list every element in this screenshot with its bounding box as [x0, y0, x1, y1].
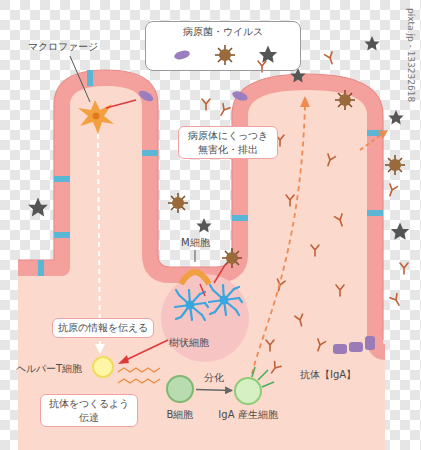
pathogen-icons-part — [173, 49, 191, 61]
goblet-purple-cells-part — [365, 336, 375, 350]
signal-waves-part — [118, 379, 160, 383]
antibodies-part — [295, 314, 306, 327]
goblet-purple-cells-part — [333, 344, 347, 354]
cell-label: IgA 産生細胞 — [218, 408, 277, 422]
macrophage-part — [93, 113, 100, 120]
dendritic-region-part — [175, 290, 208, 320]
antibody-route-part — [360, 134, 382, 150]
part-label: M細胞 — [181, 236, 210, 250]
helper-t-cell: ヘルパーT細胞 — [92, 356, 114, 378]
m-cell — [181, 250, 225, 296]
dendritic-cell-region: 樹状細胞 — [161, 274, 249, 362]
iga-producing-cell: IgA 産生細胞 — [234, 377, 262, 405]
edge-label: 分化 — [203, 371, 225, 385]
dendritic-region-part — [161, 274, 249, 362]
antibodies — [202, 52, 408, 375]
leader-line — [70, 56, 90, 102]
note-box: 抗体をつくるよう 伝達 — [40, 394, 138, 427]
antigen-route-part — [98, 134, 100, 344]
pathogens-part — [364, 36, 379, 51]
antibodies-part — [324, 154, 335, 167]
part-label: マクロファージ — [28, 40, 98, 54]
dendritic-region — [161, 274, 249, 362]
macrophage-part — [78, 100, 114, 134]
macrophage — [78, 100, 136, 134]
pathogens-part — [231, 90, 249, 103]
antibodies-part — [335, 214, 346, 227]
antibodies-part — [314, 339, 325, 352]
antibody-route-part — [378, 130, 388, 139]
box-text: 抗体をつくるよう 伝達 — [46, 397, 132, 424]
antibodies-part — [218, 104, 230, 118]
antibodies-part — [336, 285, 344, 296]
goblet-cells-part — [54, 232, 70, 238]
m-cell-part — [195, 250, 196, 262]
antibodies-part — [286, 195, 294, 206]
pathogens-part — [196, 218, 211, 233]
antibodies-part — [386, 184, 397, 197]
tissue-part — [18, 78, 385, 450]
antibodies-part — [268, 362, 281, 376]
pathogens-part — [388, 110, 403, 125]
box-text: 病原菌・ウイルス — [146, 25, 300, 39]
dendritic-region-part — [209, 285, 242, 315]
antigen-route-part — [118, 355, 129, 364]
tissue — [18, 70, 385, 450]
goblet-cells-part — [87, 70, 93, 86]
cell-label: 樹状細胞 — [169, 336, 209, 350]
pathogens-part — [137, 89, 155, 104]
goblet-purple-cells-part — [349, 342, 363, 352]
signal-waves-part — [118, 368, 160, 372]
antibodies-part — [400, 263, 408, 274]
note-box: 病原体にくっつき 無害化・排出 — [178, 126, 278, 159]
goblet-cells-part — [232, 215, 248, 221]
goblet-cells-part — [142, 150, 158, 156]
pathogens-part — [391, 222, 409, 239]
antibodies-part — [202, 99, 210, 110]
pathogens-part — [385, 155, 405, 175]
cell-label: ヘルパーT細胞 — [16, 362, 82, 376]
macrophage-part — [106, 100, 136, 108]
goblet-cells-part — [54, 176, 70, 182]
connector-arrow — [196, 389, 232, 390]
antibodies-part — [325, 52, 336, 65]
b-cell: B細胞 — [166, 375, 194, 403]
antibodies-part — [266, 340, 274, 351]
cell-label: B細胞 — [167, 408, 194, 422]
box-text: 抗原の情報を伝える — [58, 321, 148, 335]
pathogen-icons-part — [259, 45, 277, 62]
legend-box: 病原菌・ウイルス — [145, 21, 301, 71]
antigen-route-part — [126, 340, 168, 360]
pathogens-part — [28, 198, 48, 217]
m-cell-part — [181, 272, 209, 284]
pathogen-icons — [173, 45, 277, 65]
legend-ground — [145, 21, 301, 71]
watermark: pixta.jp - 133232618 — [406, 8, 416, 102]
pathogens-part — [335, 90, 355, 110]
m-cell-part — [214, 265, 225, 283]
goblet-purple-cells — [333, 336, 375, 354]
box-text: 病原体にくっつき 無害化・排出 — [184, 129, 272, 156]
goblet-cells-part — [367, 210, 383, 216]
goblet-cells-part — [38, 260, 44, 276]
pathogens-part — [222, 248, 242, 268]
part-label: 抗体【IgA】 — [300, 368, 356, 382]
pathogens-part — [168, 193, 188, 213]
signal-waves — [118, 368, 160, 383]
pathogen-icons-part — [215, 45, 235, 65]
antigen-route-part — [95, 344, 105, 354]
antibodies-part — [311, 245, 319, 256]
m-cell-part — [200, 284, 205, 296]
antibody-route-part — [300, 96, 310, 107]
antibodies-part — [390, 294, 402, 308]
note-box: 抗原の情報を伝える — [52, 318, 154, 338]
